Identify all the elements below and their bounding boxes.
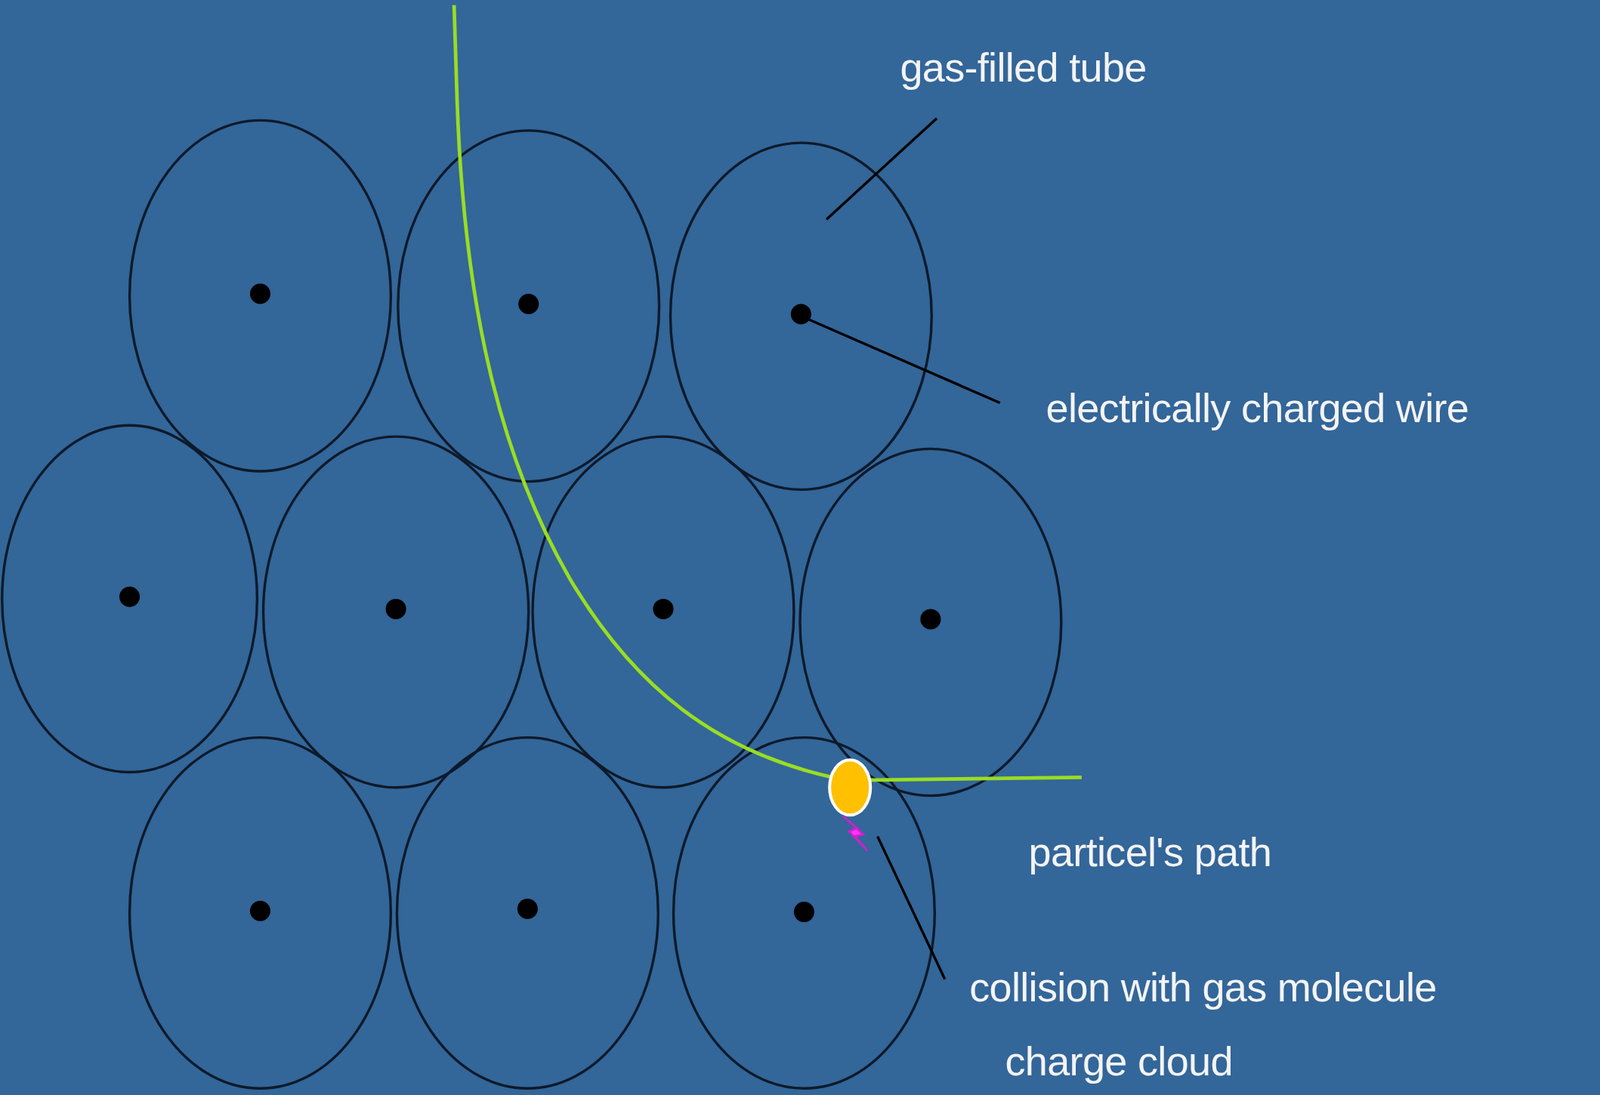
callout-label: charge cloud [1005,1036,1233,1086]
wire-dot [250,284,271,305]
gas-tube [262,436,529,788]
wire-dot [920,608,941,630]
gas-tube [396,738,658,1090]
gas-molecule [829,759,871,816]
gas-tube [673,738,936,1090]
gas-tube [129,738,392,1090]
wire-dot [386,599,407,620]
leader-line [806,318,1001,403]
wire-dot [119,586,140,608]
particle-path [454,5,1082,782]
callout-label: gas-filled tube [899,43,1146,93]
leader-lines [806,118,1001,980]
gas-tube [670,142,932,490]
wire-dot [790,304,812,325]
callout-label: collision with gas molecule [969,963,1437,1013]
wires [119,284,941,924]
wire-dot [250,901,271,922]
wire-dot [518,293,539,315]
gas-tube [398,130,660,482]
wire-dot [517,898,538,920]
leader-line [826,118,937,220]
leader-line [877,837,946,980]
gas-tube [129,120,392,472]
callout-label: particel's path [1028,827,1273,877]
tubes [2,120,1062,1089]
charge-cloud [843,816,868,852]
gas-tube [532,436,794,788]
callout-label: electrically charged wire [1046,383,1470,433]
wire-dot [793,901,815,923]
gas-tube [2,425,258,773]
wire-dot [652,599,674,620]
